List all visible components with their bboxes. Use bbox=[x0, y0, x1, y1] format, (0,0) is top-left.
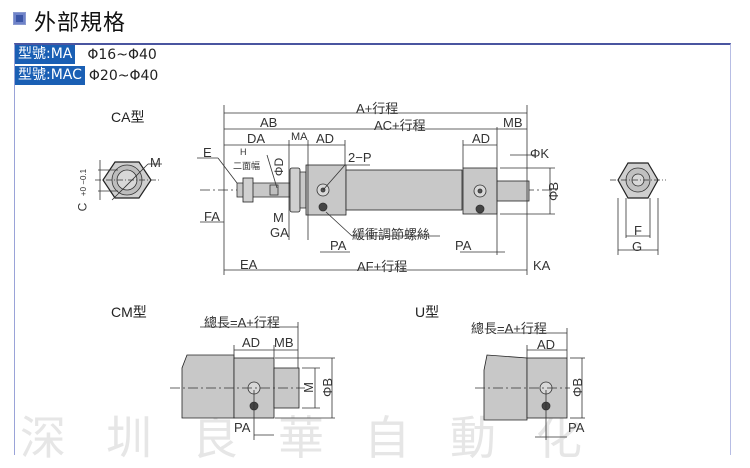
dim-ka: KA bbox=[533, 258, 551, 273]
dim-pa-right: PA bbox=[455, 238, 472, 253]
dim-2p: 2−P bbox=[348, 150, 372, 165]
cushion-screw-label: 緩衝調節螺絲 bbox=[352, 227, 431, 242]
view-title-cm: CM型 bbox=[111, 304, 147, 320]
dim-phi-b: ΦB bbox=[546, 181, 562, 202]
dim-ad-right: AD bbox=[472, 131, 491, 146]
dim-a-stroke: A+行程 bbox=[356, 101, 399, 116]
dim-m: M bbox=[273, 210, 284, 225]
dim-f: F bbox=[634, 223, 642, 238]
dim-e: E bbox=[203, 145, 212, 160]
view-title-ca: CA型 bbox=[111, 109, 145, 125]
model-tag: 型號:MA bbox=[15, 45, 76, 64]
cm-dim-phi-b: ΦB bbox=[320, 377, 336, 398]
u-total-length: 總長=A+行程 bbox=[471, 321, 547, 336]
dim-af-stroke: AF+行程 bbox=[357, 259, 408, 274]
cm-dim-pa: PA bbox=[234, 420, 251, 435]
model-tag: 型號:MAC bbox=[15, 66, 85, 85]
dim-ma: MA bbox=[291, 131, 308, 143]
cm-dim-m: M bbox=[300, 382, 316, 393]
cm-total-length: 總長=A+行程 bbox=[204, 315, 280, 330]
end-dim-m: M bbox=[150, 155, 161, 170]
dim-g: G bbox=[632, 239, 643, 254]
dim-ga: GA bbox=[270, 225, 289, 240]
model-row-mac: 型號:MAC Φ20~Φ40 bbox=[15, 66, 158, 85]
u-dim-phi-b: ΦB bbox=[570, 377, 586, 398]
rod-end-hex-icon bbox=[95, 160, 162, 201]
cm-dim-mb: MB bbox=[274, 335, 294, 350]
cm-dim-ad: AD bbox=[242, 335, 261, 350]
technical-drawing bbox=[95, 105, 666, 440]
model-range: Φ20~Φ40 bbox=[88, 67, 159, 84]
page-title: 外部規格 bbox=[34, 11, 127, 36]
dim-da: DA bbox=[247, 131, 266, 146]
view-title-u: U型 bbox=[415, 304, 440, 320]
dim-ad-left: AD bbox=[316, 131, 335, 146]
dim-ac-stroke: AC+行程 bbox=[374, 118, 426, 133]
spec-frame bbox=[14, 43, 731, 455]
model-range: Φ16~Φ40 bbox=[87, 46, 157, 63]
u-dim-ad: AD bbox=[537, 337, 556, 352]
dim-h: H bbox=[240, 147, 247, 157]
end-dim-c: C bbox=[75, 202, 90, 212]
model-row-ma: 型號:MA Φ16~Φ40 bbox=[15, 45, 157, 64]
u-dim-pa: PA bbox=[568, 420, 585, 435]
dim-mb: MB bbox=[503, 115, 523, 130]
dim-ab: AB bbox=[260, 115, 278, 130]
dim-fa: FA bbox=[204, 209, 220, 224]
rear-end-hex-icon bbox=[610, 162, 666, 255]
title-icon bbox=[13, 12, 26, 25]
dim-phi-d: ΦD bbox=[272, 157, 287, 177]
dim-pa-left: PA bbox=[330, 238, 347, 253]
dim-phi-k: ΦK bbox=[530, 146, 550, 161]
dim-ea: EA bbox=[240, 257, 258, 272]
dim-two-flats: 二面幅 bbox=[233, 161, 261, 171]
end-dim-tolerance: +0 −0.1 bbox=[79, 168, 89, 197]
